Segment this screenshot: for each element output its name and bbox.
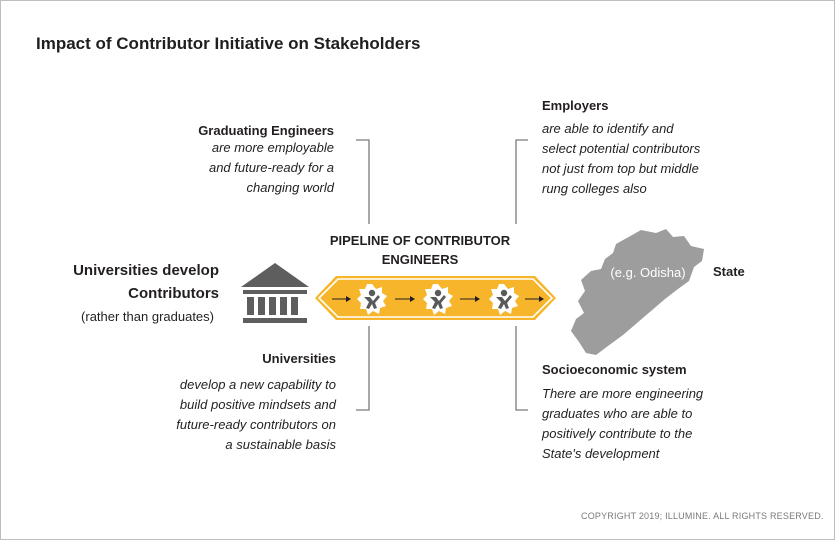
employers-text: are able to identify and select potentia…: [542, 119, 782, 199]
employers-bracket: [515, 139, 528, 224]
universities-line: future-ready contributors on: [176, 417, 336, 432]
state-map-label: (e.g. Odisha): [610, 265, 685, 280]
pipeline-band-outline: [317, 278, 554, 318]
employers-line: are able to identify and: [542, 121, 674, 136]
state-map-icon: [571, 229, 704, 355]
graduating-line: are more employable: [211, 140, 334, 155]
employers-line: select potential contributors: [542, 141, 701, 156]
employers-line: not just from top but middle: [542, 161, 699, 176]
universities-line: build positive mindsets and: [179, 397, 336, 412]
employers-heading: Employers: [542, 98, 609, 113]
universities-bracket: [356, 326, 370, 411]
universities-develop-line: Contributors: [128, 285, 219, 302]
socioeconomic-line: State's development: [542, 446, 660, 461]
pipeline-title-line: ENGINEERS: [381, 252, 459, 267]
socioeconomic-line: There are more engineering: [542, 386, 704, 401]
universities-text: develop a new capability to build positi…: [101, 375, 336, 455]
graduating-line: and future-ready for a: [208, 160, 334, 175]
universities-line: develop a new capability to: [179, 377, 336, 392]
universities-line: a sustainable basis: [225, 437, 336, 452]
socioeconomic-text: There are more engineering graduates who…: [542, 384, 782, 464]
socioeconomic-bracket: [515, 326, 528, 411]
graduating-bracket: [356, 139, 370, 224]
socioeconomic-line: graduates who are able to: [542, 406, 693, 421]
arrow-right-icon: [460, 296, 480, 302]
page-title: Impact of Contributor Initiative on Stak…: [36, 34, 421, 53]
graduating-line: changing world: [246, 180, 334, 195]
state-label: State: [713, 264, 745, 279]
socioeconomic-heading: Socioeconomic system: [542, 362, 687, 377]
universities-develop-note: (rather than graduates): [81, 309, 214, 324]
pipeline-title-line: PIPELINE OF CONTRIBUTOR: [329, 233, 511, 248]
university-building-icon: [241, 263, 309, 323]
arrow-right-icon: [395, 296, 415, 302]
universities-develop-line: Universities develop: [73, 262, 219, 279]
copyright-notice: COPYRIGHT 2019; ILLUMINE. ALL RIGHTS RES…: [581, 511, 824, 521]
pipeline-title: PIPELINE OF CONTRIBUTOR ENGINEERS: [310, 231, 530, 269]
universities-develop-label: Universities develop Contributors: [21, 259, 219, 305]
arrow-right-icon: [332, 296, 351, 302]
arrow-right-icon: [525, 296, 544, 302]
graduating-engineers-heading: Graduating Engineers: [198, 123, 334, 138]
universities-heading: Universities: [262, 351, 336, 366]
socioeconomic-line: positively contribute to the: [542, 426, 693, 441]
graduating-engineers-text: are more employable and future-ready for…: [121, 138, 334, 198]
employers-line: rung colleges also: [542, 181, 647, 196]
